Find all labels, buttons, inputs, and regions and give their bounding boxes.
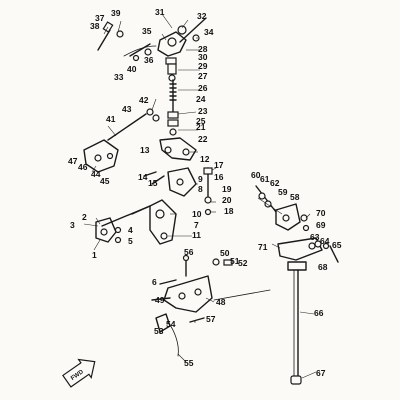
callout-70: 70: [316, 208, 326, 218]
callout-18: 18: [224, 206, 234, 216]
callout-45: 45: [100, 176, 110, 186]
callout-53: 53: [154, 326, 164, 336]
callout-27: 27: [198, 71, 208, 81]
callout-39: 39: [111, 8, 121, 18]
callout-29: 29: [198, 61, 208, 71]
callout-44: 44: [91, 169, 101, 179]
callout-56: 56: [184, 247, 194, 257]
callout-19: 19: [222, 184, 232, 194]
callout-66: 66: [314, 308, 324, 318]
callout-11: 11: [192, 230, 201, 240]
right-shift-assembly: [213, 185, 339, 385]
callout-22: 22: [198, 134, 208, 144]
callout-46: 46: [78, 162, 88, 172]
callout-55: 55: [184, 358, 194, 368]
callout-42: 42: [139, 95, 149, 105]
callout-41: 41: [106, 114, 116, 124]
callout-62: 62: [270, 178, 280, 188]
callout-40: 40: [127, 64, 137, 74]
callout-6: 6: [152, 277, 157, 287]
callout-28: 28: [198, 44, 208, 54]
callout-57: 57: [206, 314, 216, 324]
forward-arrow-icon: [62, 358, 96, 388]
top-bracket-assembly: [97, 17, 207, 136]
callout-10: 10: [192, 209, 202, 219]
callout-64: 64: [320, 236, 330, 246]
callout-50: 50: [220, 248, 230, 258]
callout-31: 31: [155, 7, 165, 17]
callout-71: 71: [258, 242, 268, 252]
callout-65: 65: [332, 240, 342, 250]
callout-30: 30: [198, 52, 208, 62]
callout-68: 68: [318, 262, 328, 272]
callout-21: 21: [196, 122, 206, 132]
callout-24: 24: [196, 94, 206, 104]
callout-67: 67: [316, 368, 326, 378]
callout-7: 7: [194, 220, 199, 230]
left-linkage-assembly: [83, 108, 160, 244]
callout-33: 33: [114, 72, 124, 82]
callout-51: 51: [230, 256, 240, 266]
callout-49: 49: [155, 295, 165, 305]
callout-60: 60: [251, 170, 261, 180]
callout-63: 63: [310, 232, 320, 242]
callout-12: 12: [200, 154, 210, 164]
callout-34: 34: [204, 27, 214, 37]
callout-16: 16: [214, 172, 224, 182]
callout-36: 36: [144, 55, 154, 65]
lower-bracket-assembly: [151, 254, 233, 357]
callout-59: 59: [278, 187, 288, 197]
callout-9: 9: [198, 174, 203, 184]
callout-58: 58: [290, 192, 300, 202]
callout-2: 2: [82, 212, 87, 222]
callout-54: 54: [166, 319, 176, 329]
forward-marker: FWD: [62, 358, 96, 388]
callout-61: 61: [260, 174, 270, 184]
callout-8: 8: [198, 184, 203, 194]
callout-20: 20: [222, 195, 232, 205]
callout-32: 32: [197, 11, 207, 21]
callout-35: 35: [142, 26, 152, 36]
callout-1: 1: [92, 250, 97, 260]
callout-26: 26: [198, 83, 208, 93]
callout-69: 69: [316, 220, 326, 230]
callout-17: 17: [214, 160, 224, 170]
callout-37: 37: [95, 13, 105, 23]
leader-lines: [83, 13, 317, 379]
callout-14: 14: [138, 172, 148, 182]
callout-47: 47: [68, 156, 78, 166]
callout-25: 25: [196, 116, 206, 126]
callout-38: 38: [90, 21, 100, 31]
callout-52: 52: [238, 258, 248, 268]
callout-5: 5: [128, 236, 133, 246]
callout-4: 4: [128, 225, 133, 235]
callout-15: 15: [148, 178, 158, 188]
callout-3: 3: [70, 220, 75, 230]
callout-13: 13: [140, 145, 150, 155]
callout-23: 23: [198, 106, 208, 116]
callout-43: 43: [122, 104, 132, 114]
callout-48: 48: [216, 297, 226, 307]
